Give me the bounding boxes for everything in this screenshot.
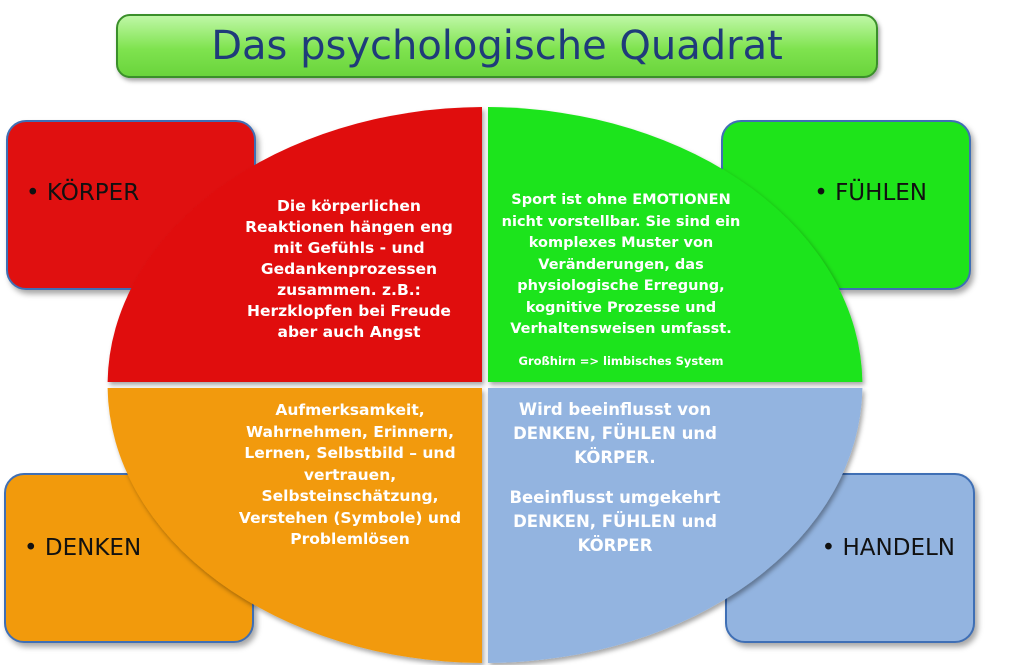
quadrant-text-handeln-2: Beeinflusst umgekehrt DENKEN, FÜHLEN und…	[509, 488, 721, 555]
corner-label-fuehlen: • FÜHLEN	[814, 180, 927, 206]
quadrant-handeln	[488, 388, 863, 663]
quadrant-text-denken: Aufmerksamkeit, Wahrnehmen, Erinnern, Le…	[238, 401, 462, 548]
corner-label-denken: • DENKEN	[24, 535, 142, 561]
title-banner: Das psychologische Quadrat	[116, 14, 878, 78]
quadrant-fuehlen	[488, 107, 863, 382]
quadrant-text-handeln-1: Wird beeinflusst von DENKEN, FÜHLEN und …	[513, 400, 717, 467]
quadrant-text-koerper: Die körperlichen Reaktionen hängen eng m…	[245, 197, 453, 341]
quadrant-note-fuehlen: Großhirn => limbisches System	[518, 354, 724, 368]
diagram-title: Das psychologische Quadrat	[211, 23, 783, 69]
quadrant-koerper	[107, 107, 482, 382]
corner-label-koerper: • KÖRPER	[26, 180, 140, 206]
corner-label-handeln: • HANDELN	[821, 535, 955, 561]
quadrant-denken	[107, 388, 482, 663]
quadrant-text-fuehlen: Sport ist ohne EMOTIONEN nicht vorstellb…	[501, 192, 741, 337]
